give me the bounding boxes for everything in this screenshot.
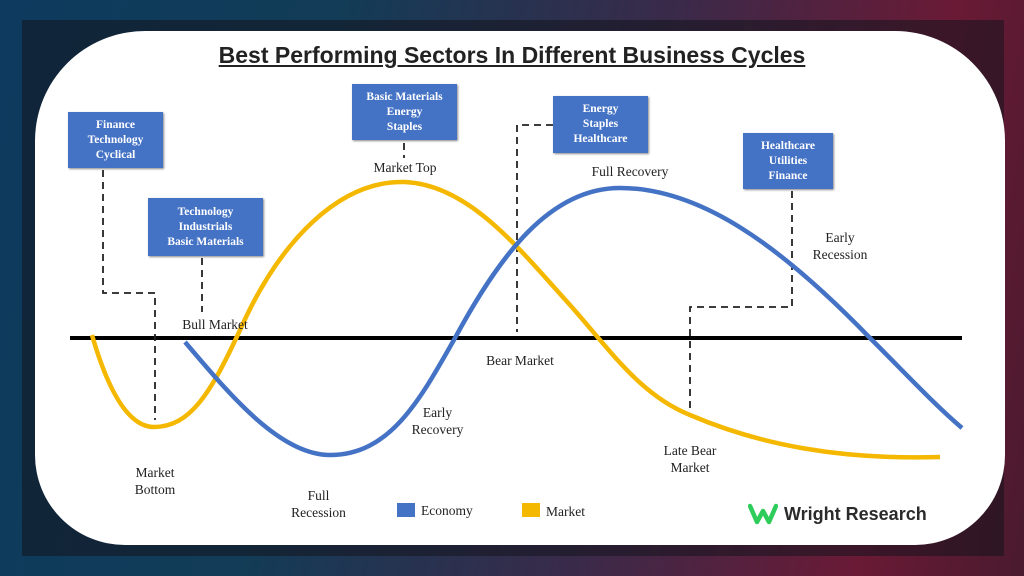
- sector-label: Staples: [582, 118, 619, 130]
- sector-label: Basic Materials: [366, 90, 443, 103]
- connector-5: [689, 191, 793, 415]
- legend-market-swatch: [522, 503, 540, 517]
- sector-box-3: Basic Materials Energy Staples: [352, 84, 457, 140]
- label-full-recovery: Full Recovery: [591, 164, 669, 179]
- label-late-bear-market: Late Bear Market: [663, 443, 717, 475]
- legend-market-label: Market: [546, 504, 585, 519]
- economy-curve: [183, 185, 964, 458]
- legend-economy-label: Economy: [421, 503, 473, 518]
- sector-label: Staples: [386, 120, 423, 133]
- sector-label: Basic Materials: [167, 235, 244, 248]
- label-market-top: Market Top: [373, 160, 437, 175]
- label-market-bottom: Market Bottom: [134, 465, 176, 497]
- label-bear-market: Bear Market: [486, 353, 554, 368]
- sector-label: Cyclical: [95, 148, 136, 161]
- logo-text: Wright Research: [784, 503, 927, 524]
- legend-economy-swatch: [397, 503, 415, 517]
- label-bull-market: Bull Market: [182, 317, 248, 332]
- sector-label: Utilities: [768, 154, 808, 167]
- sector-label: Technology: [177, 205, 234, 218]
- sector-label: Energy: [582, 103, 619, 115]
- sector-label: Finance: [768, 169, 808, 182]
- sector-label: Technology: [87, 133, 144, 146]
- w-logo-icon: [748, 503, 778, 525]
- page-title: Best Performing Sectors In Different Bus…: [218, 42, 806, 68]
- sector-label: Energy: [386, 105, 423, 118]
- label-early-recession: Early Recession: [812, 230, 868, 262]
- wright-research-logo: Wright Research: [748, 503, 927, 525]
- connector-1: [102, 170, 156, 420]
- label-full-recession: Full Recession: [291, 488, 346, 520]
- sector-label: Finance: [96, 118, 135, 131]
- sector-label: Healthcare: [760, 139, 816, 152]
- diagram-card: [35, 31, 1005, 545]
- sector-box-2: Technology Industrials Basic Materials: [148, 198, 263, 256]
- sector-label: Healthcare: [573, 133, 628, 145]
- sector-label: Industrials: [178, 220, 233, 233]
- market-curve: [89, 179, 941, 460]
- sector-box-5: Healthcare Utilities Finance: [743, 133, 833, 189]
- connector-4: [516, 124, 553, 332]
- sector-box-4: Energy Staples Healthcare: [553, 96, 648, 153]
- sector-box-1: Finance Technology Cyclical: [68, 112, 163, 168]
- label-early-recovery: Early Recovery: [411, 405, 464, 437]
